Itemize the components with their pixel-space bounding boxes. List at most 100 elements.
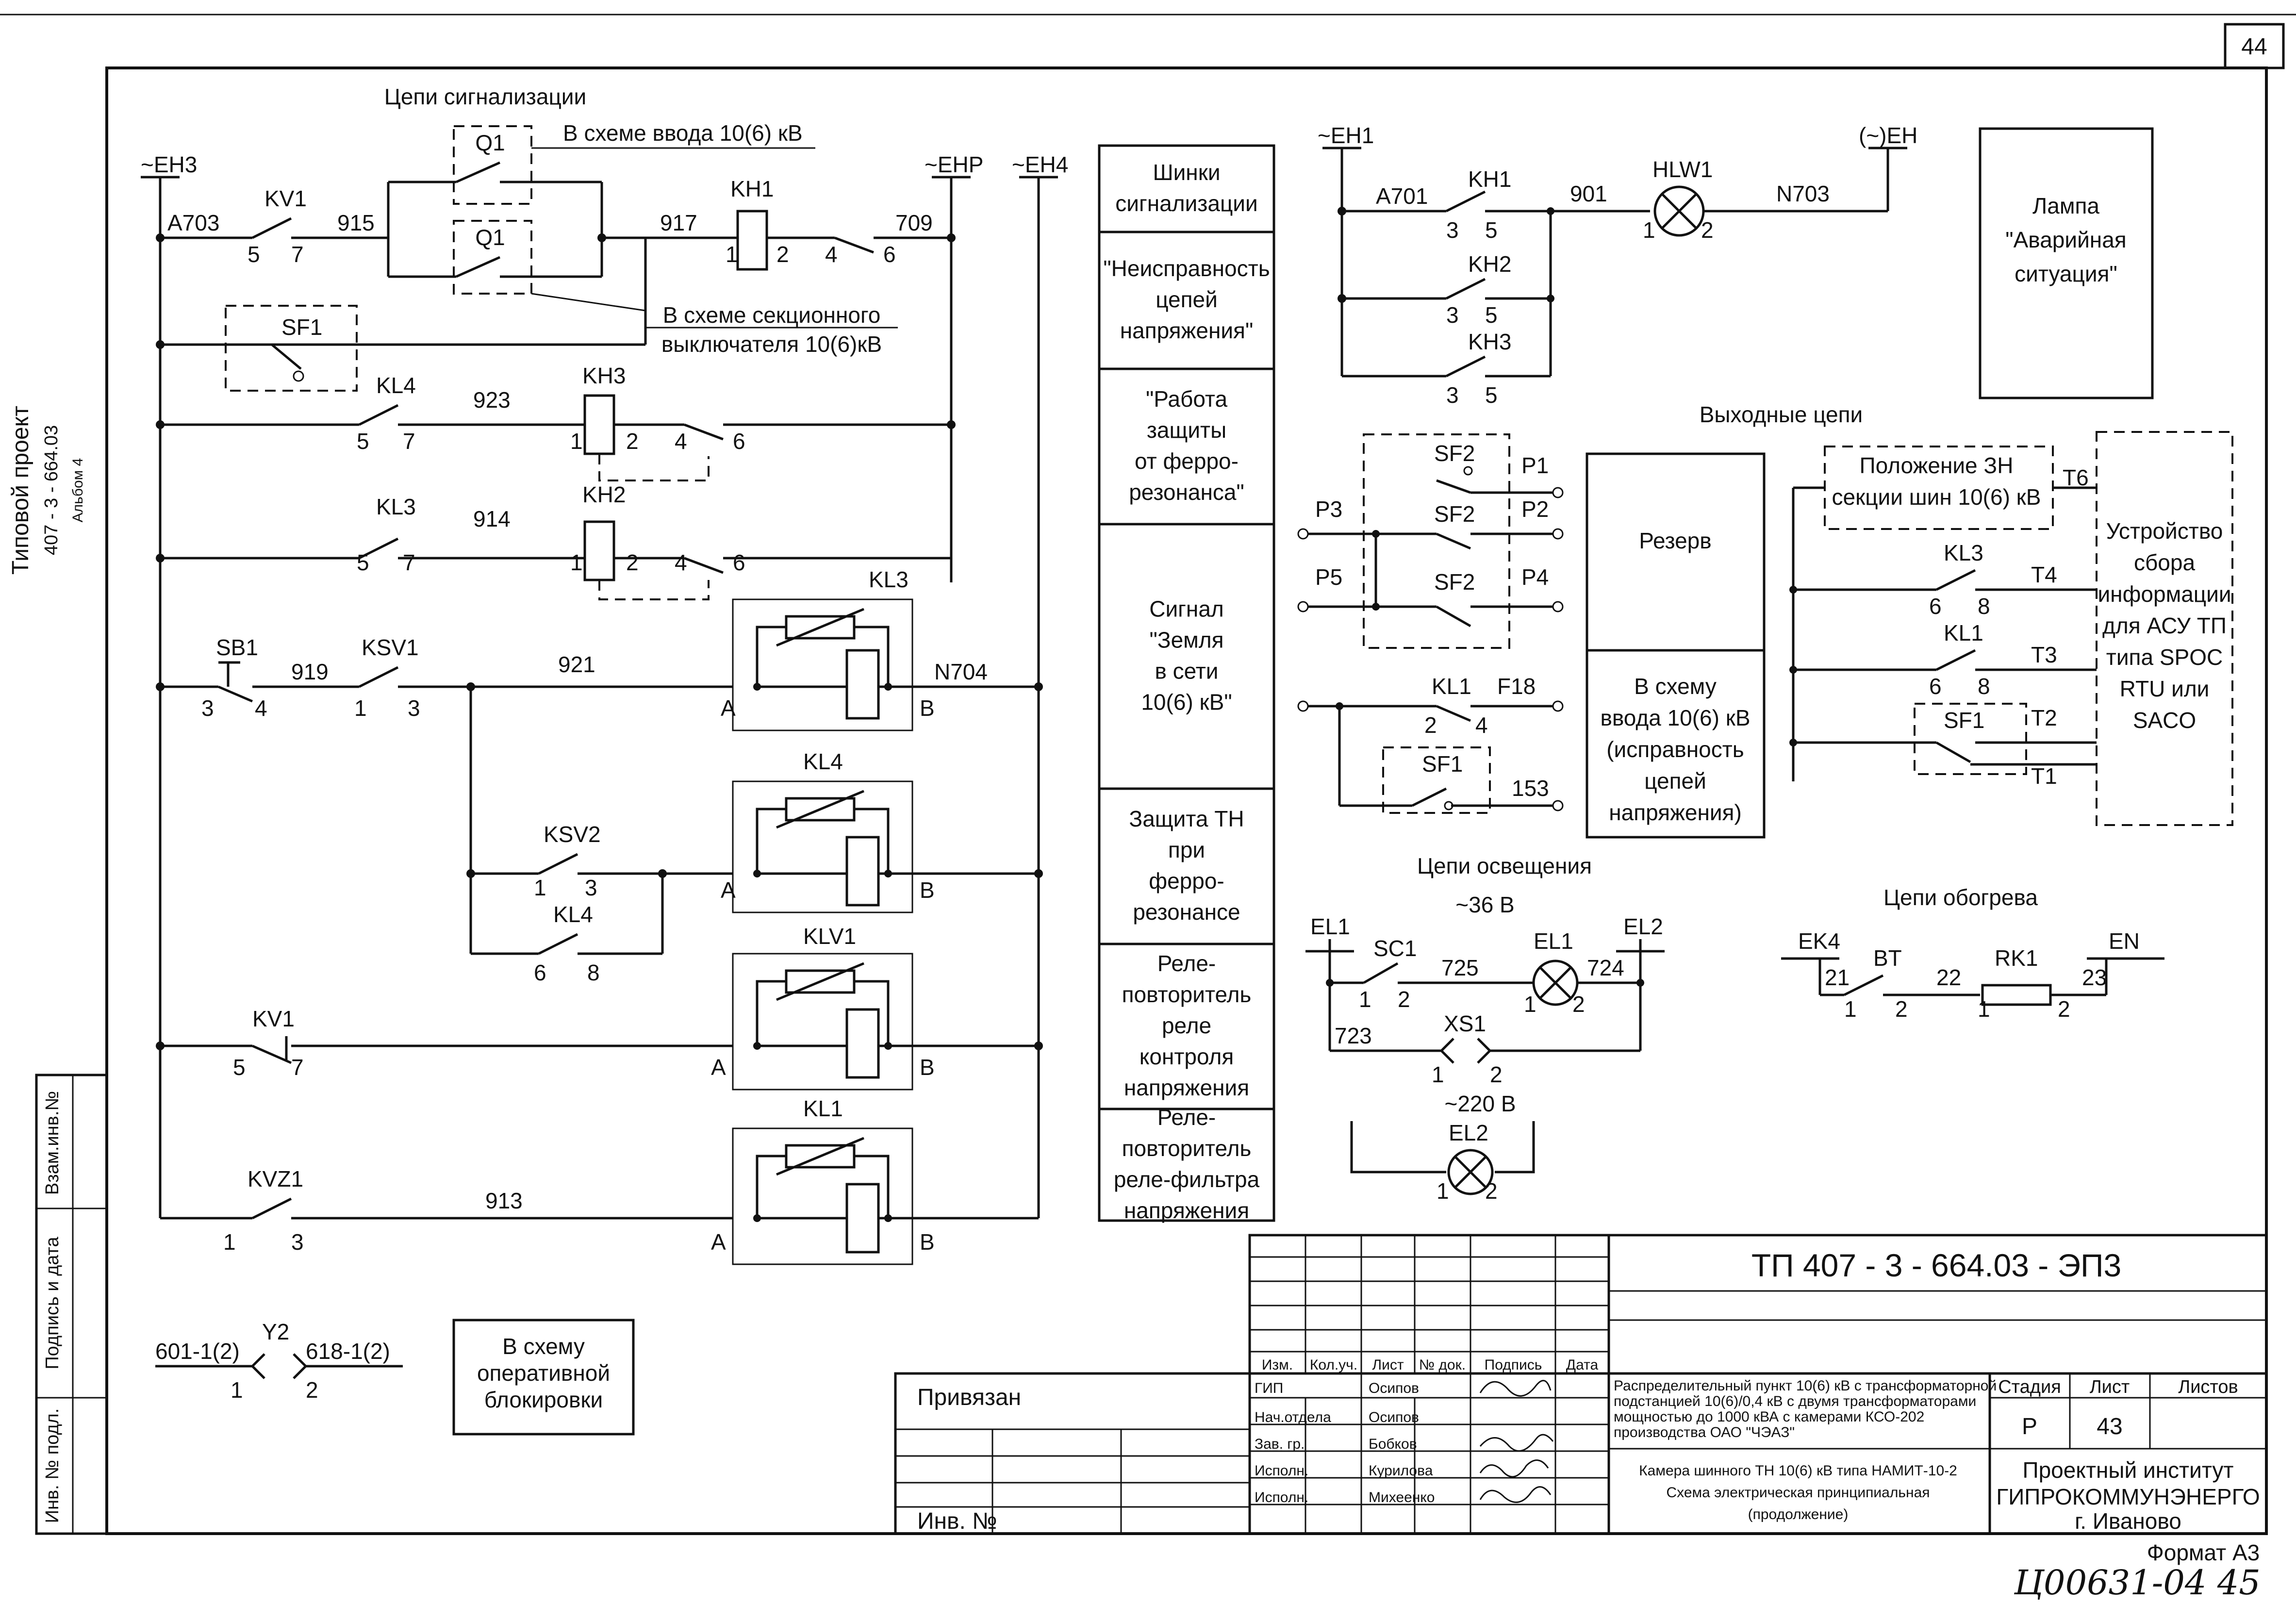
pin: 6 xyxy=(733,429,745,454)
relay-kh1 xyxy=(736,210,768,271)
org-line: Проектный институт xyxy=(2023,1457,2234,1483)
side-col3: Инв. № подл. xyxy=(42,1408,63,1523)
sheet-label: Лист xyxy=(2090,1377,2130,1397)
lamp-hlw1: HLW1 1 2 xyxy=(1643,157,1714,243)
legend-line: "Земля xyxy=(1149,628,1223,653)
role-label: Исполн. xyxy=(1255,1489,1308,1505)
pin: 5 xyxy=(357,429,369,454)
legend-line: 10(6) кВ" xyxy=(1141,690,1232,715)
pin: 4 xyxy=(675,429,687,454)
wire-923: 923 xyxy=(473,387,511,413)
label-klv1: KLV1 xyxy=(803,924,856,949)
legend-line: "Работа xyxy=(1146,386,1228,412)
drawing-frame: 44 xyxy=(0,14,2296,1535)
zn-line: Положение ЗН xyxy=(1860,453,2014,478)
reserve-label: Резерв xyxy=(1639,528,1711,553)
relay-kl1: KL1 А В xyxy=(711,1096,1039,1265)
legend-line: цепей xyxy=(1156,287,1218,312)
wire-23: 23 xyxy=(2082,965,2107,990)
note-input: В схеме ввода 10(6) кВ xyxy=(563,120,803,146)
pin: 2 xyxy=(1572,992,1585,1017)
side-stamp: Типовой проект 407 - 3 - 664.03 Альбом 4… xyxy=(8,406,108,1535)
stage-label: Стадия xyxy=(1998,1377,2061,1397)
lamp-line: "Аварийная xyxy=(2005,227,2126,252)
section-heating: Цепи обогрева xyxy=(1883,885,2038,910)
label-xs1: XS1 xyxy=(1444,1011,1486,1036)
legend-line: повторитель xyxy=(1122,982,1252,1007)
lighting-220v: ~220 В xyxy=(1444,1091,1516,1116)
contact-kl1-out xyxy=(1436,705,1471,722)
contact-kl4-2 xyxy=(538,933,578,955)
label-q1: Q1 xyxy=(475,130,505,155)
label-sf2-2: SF2 xyxy=(1434,501,1475,527)
label-kl4-2: KL4 xyxy=(553,902,593,927)
pin: 1 xyxy=(1643,217,1655,243)
relay-kh3 xyxy=(583,394,615,455)
legend-line: ферро- xyxy=(1149,868,1224,893)
legend-line: напряжения" xyxy=(1120,318,1254,343)
input-scheme-line: В схему xyxy=(1634,674,1717,699)
wire-22: 22 xyxy=(1936,965,1961,990)
note-sectional-1: В схеме секционного xyxy=(663,302,881,328)
legend-line: при xyxy=(1168,837,1205,862)
button-sb1 xyxy=(218,685,253,703)
label-kl1: KL1 xyxy=(803,1096,843,1121)
relay-klv1: KLV1 А В xyxy=(711,924,1043,1091)
role-label: Исполн. xyxy=(1255,1463,1308,1479)
contact-kl1-out2 xyxy=(1935,649,1976,671)
label-p3: Р3 xyxy=(1315,496,1342,522)
label-en: EN xyxy=(2109,928,2140,954)
terminal-b: В xyxy=(920,695,935,721)
lamp-box xyxy=(1979,127,2154,399)
interlock-line: блокировки xyxy=(484,1387,603,1412)
pin: 5 xyxy=(1485,217,1498,243)
device-line: RTU или xyxy=(2120,676,2210,701)
legend-line: Шинки xyxy=(1153,160,1220,185)
pin: 7 xyxy=(403,550,415,575)
wire-901: 901 xyxy=(1570,181,1607,206)
lamp-line: ситуация" xyxy=(2015,261,2117,286)
label-sf1: SF1 xyxy=(281,314,322,340)
legend-line: повторитель xyxy=(1122,1136,1252,1161)
label-kv1-2: KV1 xyxy=(252,1006,295,1031)
heating-circuits: Цепи обогрева EK4 21 BT 1 2 22 RK1 1 2 2… xyxy=(1781,885,2164,1022)
wire-723: 723 xyxy=(1335,1023,1372,1048)
legend-line: реле xyxy=(1162,1013,1211,1038)
terminal-a: А xyxy=(711,1229,726,1255)
lamp-el2: EL2 1 2 xyxy=(1437,1120,1498,1204)
label-kl3: KL3 xyxy=(376,494,416,519)
pin: 3 xyxy=(1446,302,1459,328)
legend-line: Реле- xyxy=(1157,1105,1216,1130)
label-kl4-relay: KL4 xyxy=(803,749,843,774)
legend-line: сигнализации xyxy=(1115,191,1257,216)
title-header: Изм. xyxy=(1262,1357,1293,1373)
role-name: Осипов xyxy=(1369,1409,1419,1425)
pin: 2 xyxy=(1701,217,1714,243)
pin: 2 xyxy=(1424,712,1437,738)
handwritten-note: Ц00631-04 45 xyxy=(2014,1563,2261,1602)
contact-kv1-2 xyxy=(251,1044,292,1064)
wire-913: 913 xyxy=(485,1188,523,1213)
output-circuits: Выходные цепи SF2 SF2 SF2 Р1 Р2 Р3 Р4 Р5… xyxy=(1297,402,2233,839)
contact-kvz1 xyxy=(251,1197,292,1220)
label-t3: T3 xyxy=(2031,642,2057,667)
wire-601: 601-1(2) xyxy=(155,1339,240,1364)
input-scheme-line: ввода 10(6) кВ xyxy=(1600,705,1750,730)
device-line: SACO xyxy=(2133,708,2196,733)
role-name: Михеенко xyxy=(1369,1489,1435,1505)
zn-line: секции шин 10(6) кВ xyxy=(1832,484,2041,510)
side-project: Типовой проект xyxy=(8,406,33,575)
label-sf1-asu: SF1 xyxy=(1944,708,1984,733)
lamp-line: Лампа xyxy=(2032,193,2099,218)
wire-921: 921 xyxy=(558,652,595,677)
role-name: Осипов xyxy=(1369,1380,1419,1396)
wire-915: 915 xyxy=(337,210,375,235)
pin: 1 xyxy=(231,1377,243,1403)
bus-ehp: ~ЕНР xyxy=(925,152,983,177)
label-p5: Р5 xyxy=(1315,564,1342,590)
label-f18: F18 xyxy=(1497,674,1536,699)
input-scheme-line: цепей xyxy=(1644,768,1706,794)
heater-rk1 xyxy=(1981,984,2052,1006)
label-kh3: KH3 xyxy=(582,363,626,388)
legend-line: резонанса" xyxy=(1129,480,1244,505)
